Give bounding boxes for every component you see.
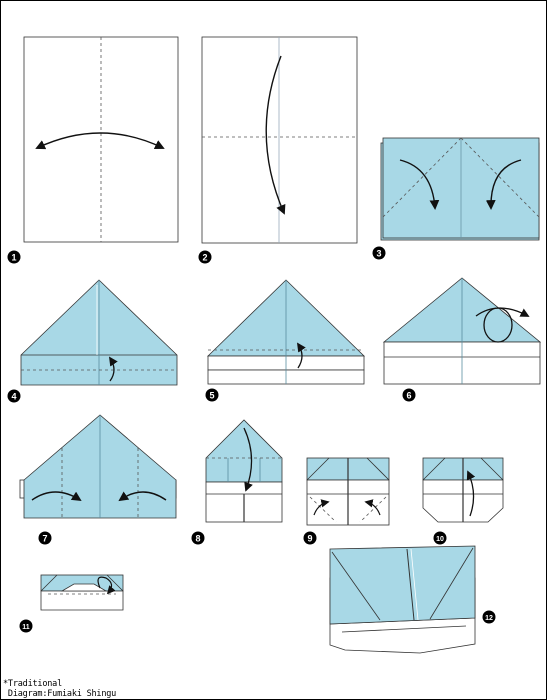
svg-text:4: 4 bbox=[11, 392, 16, 402]
step-12-center-a bbox=[406, 548, 415, 621]
credit-traditional: *Traditional bbox=[3, 679, 63, 689]
step-12-badge: 12 bbox=[482, 610, 496, 624]
step-12-left-diag bbox=[331, 551, 381, 621]
step-10-badge: 10 bbox=[433, 531, 447, 545]
step-9-right-arrow bbox=[364, 499, 381, 516]
svg-text:11: 11 bbox=[22, 624, 30, 631]
step-10-fold-arrow bbox=[466, 470, 476, 517]
step-7-left-arrow bbox=[31, 491, 82, 502]
svg-text:8: 8 bbox=[195, 534, 200, 544]
step-12-right-diag bbox=[429, 547, 474, 620]
svg-text:10: 10 bbox=[436, 536, 444, 543]
step-6-turn-over-arrow-tail bbox=[475, 307, 530, 317]
step-9-left-fold-line bbox=[309, 496, 337, 523]
step-12-center-b bbox=[410, 548, 419, 621]
step-10-top-right-diag bbox=[480, 457, 504, 481]
step-1-diagram bbox=[23, 36, 179, 243]
step-3-diagram bbox=[380, 137, 540, 241]
step-11-inner-flap bbox=[60, 583, 108, 592]
step-9-badge: 9 bbox=[303, 531, 317, 545]
step-11-right-diag bbox=[106, 574, 124, 592]
step-3-left-fold-line bbox=[382, 137, 462, 218]
svg-text:3: 3 bbox=[376, 249, 381, 259]
step-1-badge: 1 bbox=[7, 250, 21, 264]
step-9-diagram bbox=[306, 457, 390, 526]
step-9-top-left-diag bbox=[306, 457, 330, 481]
step-6-diagram bbox=[382, 277, 542, 385]
step-5-badge: 5 bbox=[205, 388, 219, 402]
step-2-fold-arrow bbox=[265, 55, 286, 215]
step-4-diagram bbox=[20, 279, 178, 386]
step-10-top-left-diag bbox=[422, 457, 446, 481]
step-4-badge: 4 bbox=[7, 389, 21, 403]
step-9-right-fold-line bbox=[359, 496, 387, 523]
step-7-diagram bbox=[19, 414, 177, 519]
svg-text:2: 2 bbox=[202, 253, 207, 263]
step-11-badge: 11 bbox=[19, 619, 33, 633]
step-5-fold-arrow bbox=[296, 342, 306, 369]
step-8-paper bbox=[205, 419, 283, 483]
step-10-diagram bbox=[422, 457, 504, 523]
step-2-diagram bbox=[201, 36, 358, 244]
step-12-brim-line bbox=[341, 625, 467, 633]
step-3-left-arrow bbox=[399, 159, 440, 210]
svg-text:6: 6 bbox=[406, 391, 411, 401]
step-8-fold-arrow bbox=[243, 427, 253, 492]
step-3-badge: 3 bbox=[372, 246, 386, 260]
step-7-right-arrow bbox=[118, 491, 167, 502]
step-2-paper bbox=[201, 36, 358, 244]
step-8-diagram bbox=[205, 419, 283, 523]
step-2-badge: 2 bbox=[198, 250, 212, 264]
step-8-badge: 8 bbox=[191, 531, 205, 545]
step-3-right-fold-line bbox=[460, 137, 540, 218]
svg-text:12: 12 bbox=[485, 615, 493, 622]
step-12-diagram bbox=[329, 545, 476, 654]
svg-text:1: 1 bbox=[11, 253, 16, 263]
step-11-tuck-arrow bbox=[97, 576, 116, 595]
step-9-left-arrow bbox=[313, 499, 330, 516]
svg-text:9: 9 bbox=[307, 534, 312, 544]
step-5-diagram bbox=[207, 279, 365, 385]
step-9-top-right-diag bbox=[366, 457, 390, 481]
svg-text:7: 7 bbox=[42, 534, 47, 544]
step-6-badge: 6 bbox=[402, 388, 416, 402]
step-1-fold-arrow bbox=[35, 132, 165, 150]
step-12-hat-body bbox=[329, 545, 476, 625]
step-7-badge: 7 bbox=[38, 531, 52, 545]
step-4-fold-arrow bbox=[108, 356, 118, 382]
step-11-diagram bbox=[40, 574, 124, 611]
step-3-right-arrow bbox=[485, 159, 522, 210]
step-11-left-diag bbox=[40, 574, 58, 592]
svg-text:5: 5 bbox=[209, 391, 214, 401]
credit-diagram-author: Diagram:Fumiaki Shingu bbox=[3, 689, 117, 699]
